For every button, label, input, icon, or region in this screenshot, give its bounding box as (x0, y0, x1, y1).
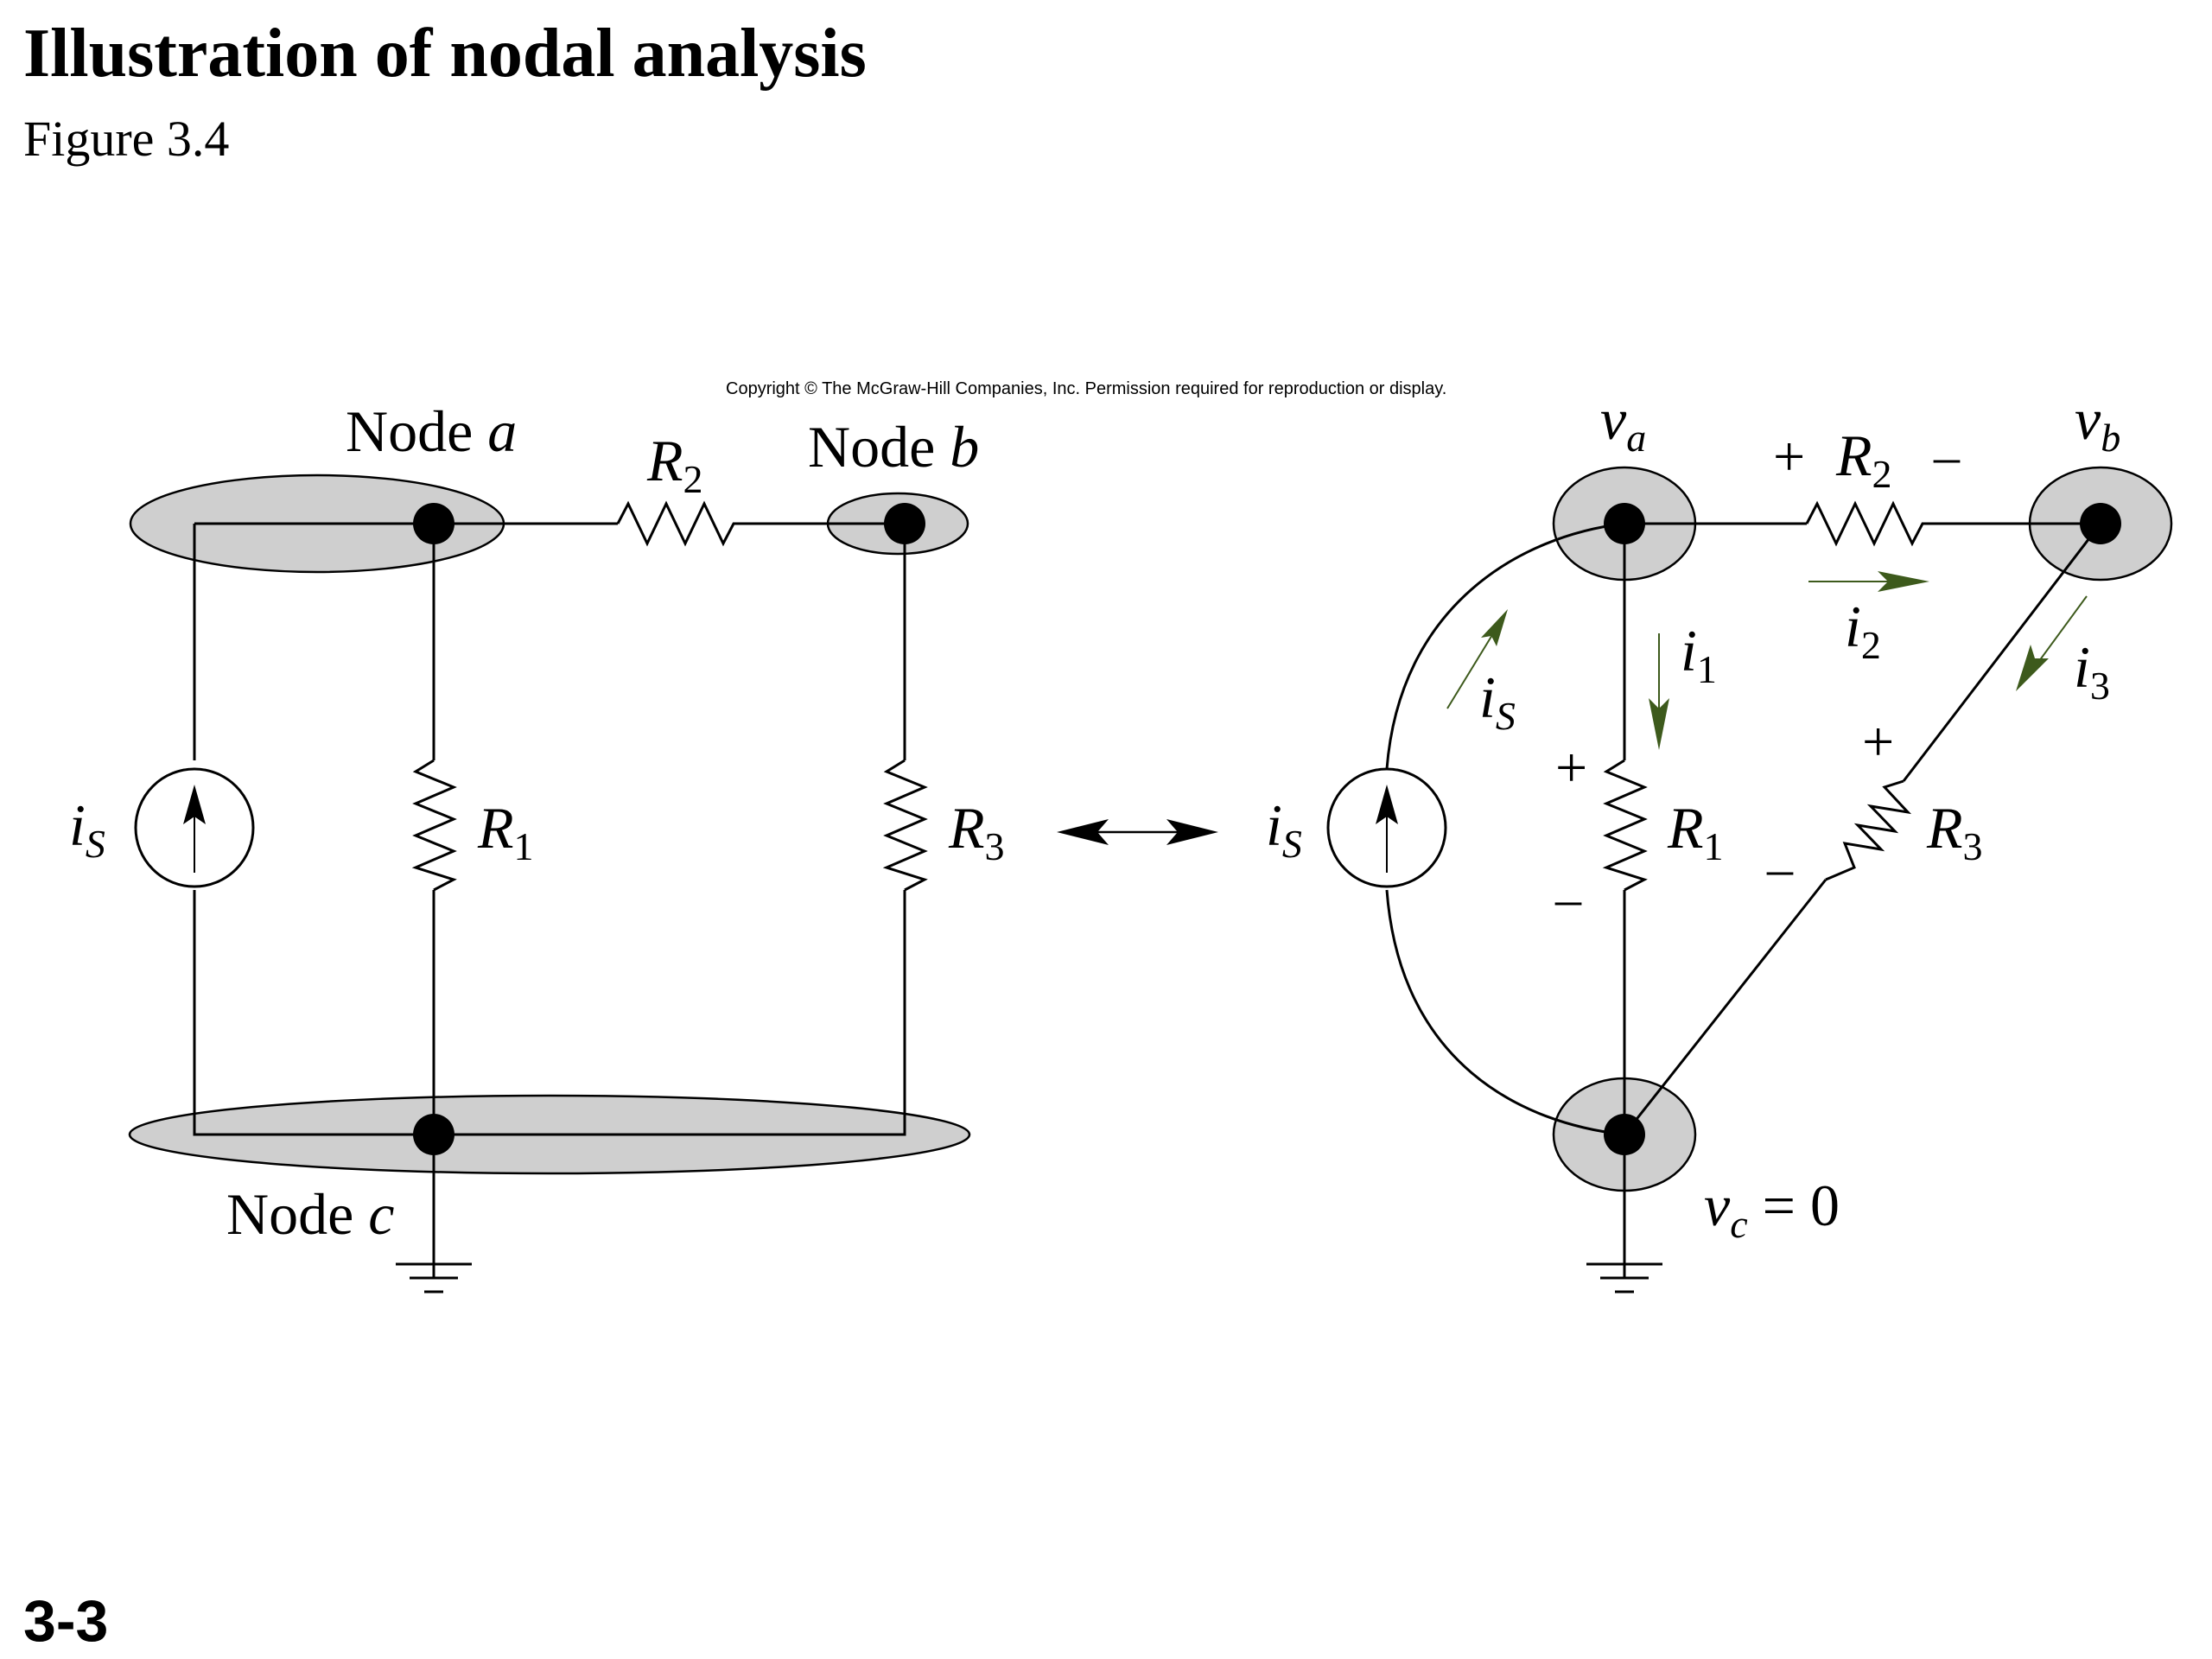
source-label-left: iS (69, 792, 105, 866)
resistor-r1 (411, 759, 457, 892)
r1-plus-sign: + (1555, 736, 1587, 799)
source-label-right: iS (1266, 792, 1302, 866)
node-c-dot (413, 1114, 454, 1155)
node-b-label: Node b (808, 414, 979, 480)
i1-arrow-icon (1649, 633, 1669, 750)
wire (1385, 522, 2102, 1277)
i2-arrow-icon (1808, 571, 1929, 592)
r3-label-right: R3 (1926, 795, 1983, 868)
i3-label: i3 (2074, 634, 2110, 708)
r1-minus-sign: – (1554, 870, 1582, 927)
r2-minus-sign: – (1933, 428, 1961, 485)
r2-label-right: R2 (1835, 423, 1892, 496)
figure-caption: Figure 3.4 (23, 111, 230, 167)
vc-label: vc = 0 (1704, 1173, 1840, 1246)
double-arrow-icon (1057, 819, 1218, 845)
i2-label: i2 (1845, 594, 1881, 667)
node-b-dot (884, 503, 925, 544)
r3-plus-sign: + (1862, 710, 1894, 773)
r3-label: R3 (948, 795, 1005, 868)
r1-label-right: R1 (1667, 795, 1724, 868)
slide-number: 3-3 (23, 1588, 109, 1654)
slide-title: Illustration of nodal analysis (23, 16, 867, 92)
resistor-r2-right (1805, 500, 1928, 547)
source-current-arrow-icon (1446, 609, 1508, 709)
ground-icon (1586, 1262, 1662, 1294)
source-current-label: iS (1479, 664, 1516, 738)
current-source-right (1326, 767, 1447, 888)
node-vc-dot (1604, 1114, 1645, 1155)
node-vb-dot (2080, 503, 2121, 544)
node-a-label: Node a (346, 398, 517, 464)
node-va-dot (1604, 503, 1645, 544)
r2-label: R2 (646, 428, 703, 501)
left-circuit: Node a Node b Node c R2 R1 R3 iS (69, 398, 1005, 1294)
resistor-r2 (616, 500, 739, 547)
resistor-r3 (882, 759, 928, 892)
resistor-r3-right (1825, 779, 1912, 881)
right-circuit: va vb vc = 0 + R2 – R1 + – R3 + – iS iS … (1266, 386, 2173, 1294)
i3-arrow-icon (2016, 595, 2088, 691)
vb-label: vb (2075, 386, 2120, 460)
resistor-r1-right (1602, 759, 1648, 892)
va-label: va (1600, 386, 1646, 460)
ground-icon (396, 1262, 472, 1294)
node-a-dot (413, 503, 454, 544)
copyright-notice: Copyright © The McGraw-Hill Companies, I… (726, 379, 1446, 398)
current-source-left (134, 767, 255, 888)
r1-label: R1 (477, 795, 534, 868)
node-c-label: Node c (226, 1181, 394, 1247)
wire (193, 522, 906, 1277)
r3-minus-sign: – (1766, 840, 1794, 897)
i1-label: i1 (1681, 618, 1717, 691)
r2-plus-sign: + (1773, 425, 1805, 488)
